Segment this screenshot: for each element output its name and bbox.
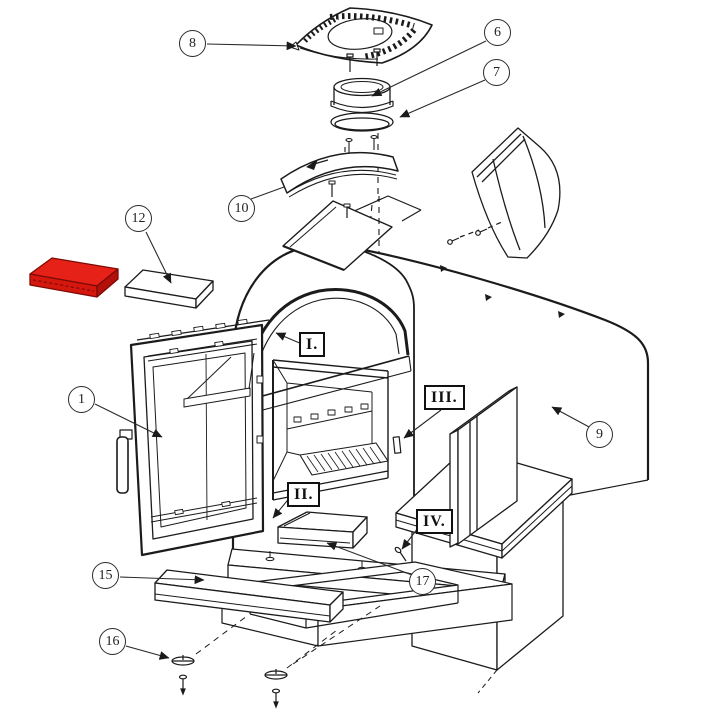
flue-collar-part: [330, 77, 394, 114]
inner-side-panel: [449, 386, 518, 548]
door-handle[interactable]: [116, 429, 133, 494]
arch-top-panel: [282, 180, 393, 272]
baffle-plate-part: [124, 269, 214, 309]
zone-label-I: I.: [299, 332, 326, 357]
zone-label-III: III.: [424, 385, 465, 410]
callout-6[interactable]: 6: [484, 19, 511, 46]
top-screws: [346, 48, 381, 72]
zone-label-IV: IV.: [416, 509, 453, 534]
adjustable-feet: [171, 655, 288, 709]
door-part: [116, 318, 270, 557]
top-front-band-part: [280, 152, 399, 198]
callout-16[interactable]: 16: [99, 628, 126, 655]
callout-12[interactable]: 12: [125, 205, 152, 232]
highlighted-red-plate[interactable]: [29, 257, 119, 298]
gasket-screws: [345, 134, 378, 153]
leader-lines: [94, 40, 592, 660]
zone-label-II: II.: [287, 482, 321, 507]
top-cover-plate-part: [289, 7, 433, 64]
callout-17[interactable]: 17: [409, 568, 436, 595]
anchor-screw: [394, 546, 407, 562]
curved-side-cladding: [471, 127, 561, 259]
collar-gasket-part: [330, 112, 394, 132]
callout-9[interactable]: 9: [586, 421, 613, 448]
callout-7[interactable]: 7: [483, 59, 510, 86]
callout-1[interactable]: 1: [68, 386, 95, 413]
callout-10[interactable]: 10: [228, 195, 255, 222]
grate: [299, 442, 389, 476]
callout-15[interactable]: 15: [92, 562, 119, 589]
cladding-screws: [447, 221, 503, 245]
callout-8[interactable]: 8: [179, 30, 206, 57]
